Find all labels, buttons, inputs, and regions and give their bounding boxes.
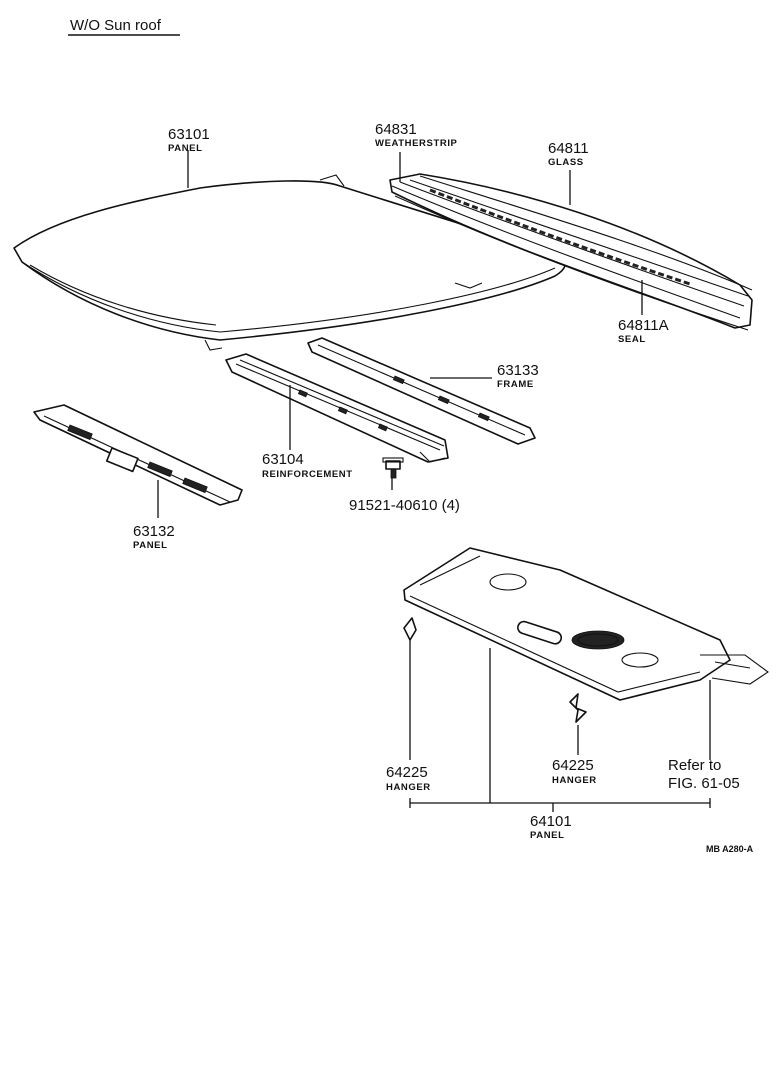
- seal-number: 64811A: [618, 317, 669, 334]
- glass-name: GLASS: [548, 157, 584, 168]
- hanger-right-name: HANGER: [552, 775, 597, 786]
- hanger-right-drawing: [569, 693, 587, 723]
- package-tray-number: 64101: [530, 813, 572, 830]
- frame-name: FRAME: [497, 379, 534, 390]
- glass-assembly-drawing: [389, 173, 753, 331]
- weatherstrip-number: 64831: [375, 121, 417, 138]
- front-panel-drawing: [33, 404, 243, 506]
- package-tray-name: PANEL: [530, 830, 565, 841]
- figure-code: MB A280-A: [706, 844, 754, 854]
- hanger-left-name: HANGER: [386, 782, 431, 793]
- reinforcement-name: REINFORCEMENT: [262, 469, 353, 480]
- reinforcement-number: 63104: [262, 451, 304, 468]
- roof-panel-drawing: [13, 174, 567, 351]
- front-panel-number: 63132: [133, 523, 175, 540]
- glass-number: 64811: [548, 140, 589, 157]
- bolt-number: 91521-40610 (4): [349, 497, 460, 514]
- frame-drawing: [307, 337, 536, 445]
- seal-name: SEAL: [618, 334, 646, 345]
- package-tray-drawing: [403, 547, 769, 701]
- reference-line1: Refer to: [668, 757, 721, 774]
- front-panel-name: PANEL: [133, 540, 168, 551]
- roof-panel-number: 63101: [168, 126, 210, 143]
- header-label: W/O Sun roof: [70, 17, 162, 34]
- hanger-left-drawing: [403, 617, 417, 641]
- hanger-left-number: 64225: [386, 764, 428, 781]
- reinforcement-drawing: [225, 353, 449, 463]
- bolt-drawing: [382, 457, 404, 479]
- frame-number: 63133: [497, 362, 539, 379]
- reference-line2: FIG. 61-05: [668, 775, 740, 792]
- weatherstrip-name: WEATHERSTRIP: [375, 138, 458, 149]
- hanger-right-number: 64225: [552, 757, 594, 774]
- roof-panel-name: PANEL: [168, 143, 203, 154]
